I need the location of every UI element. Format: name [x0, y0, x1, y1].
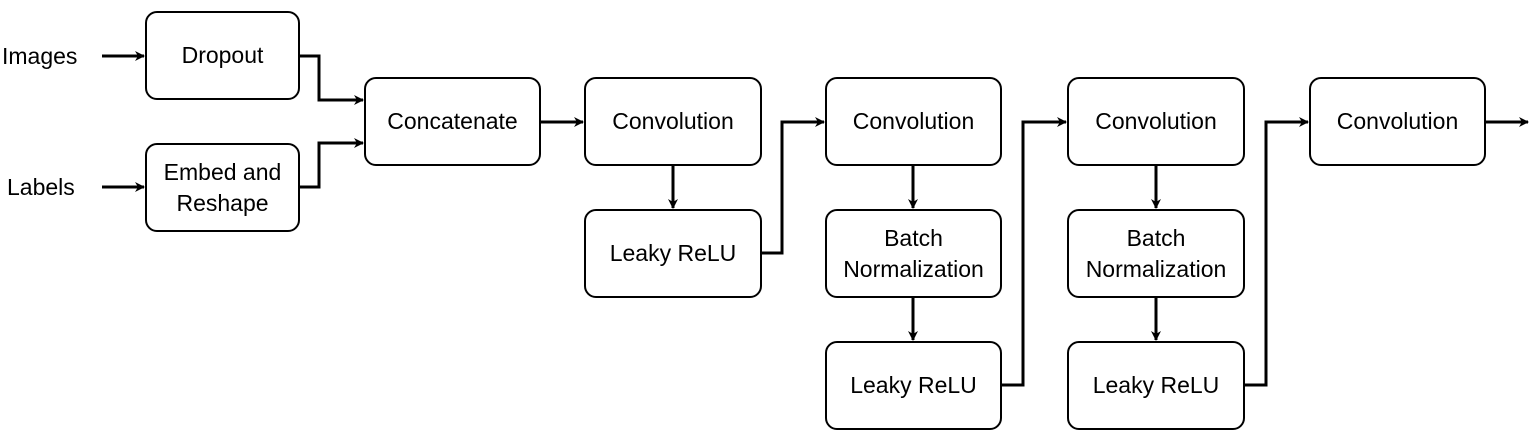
edge-embed-to-concat: [300, 138, 364, 189]
batch-normalization-node-2: Batch Normalization: [825, 209, 1002, 298]
batch-normalization-node-3: Batch Normalization: [1067, 209, 1245, 298]
convolution-node-2: Convolution: [825, 77, 1002, 166]
convolution-node-4: Convolution: [1309, 77, 1486, 166]
edge-lrelu3-to-conv4: [1245, 117, 1309, 387]
dropout-node: Dropout: [145, 11, 300, 100]
convolution-node-1: Convolution: [584, 77, 762, 166]
edge-lrelu1-to-conv2: [761, 117, 825, 255]
leaky-relu-node-2: Leaky ReLU: [825, 341, 1002, 430]
images-input-label: Images: [2, 43, 78, 69]
labels-input-label: Labels: [7, 174, 75, 200]
leaky-relu-node-1: Leaky ReLU: [584, 209, 762, 298]
edge-dropout-to-concat: [300, 54, 364, 105]
edge-lrelu2-to-conv3: [1002, 117, 1067, 387]
convolution-node-3: Convolution: [1067, 77, 1245, 166]
leaky-relu-node-3: Leaky ReLU: [1067, 341, 1245, 430]
embed-reshape-node: Embed and Reshape: [145, 143, 300, 232]
concatenate-node: Concatenate: [364, 77, 541, 166]
